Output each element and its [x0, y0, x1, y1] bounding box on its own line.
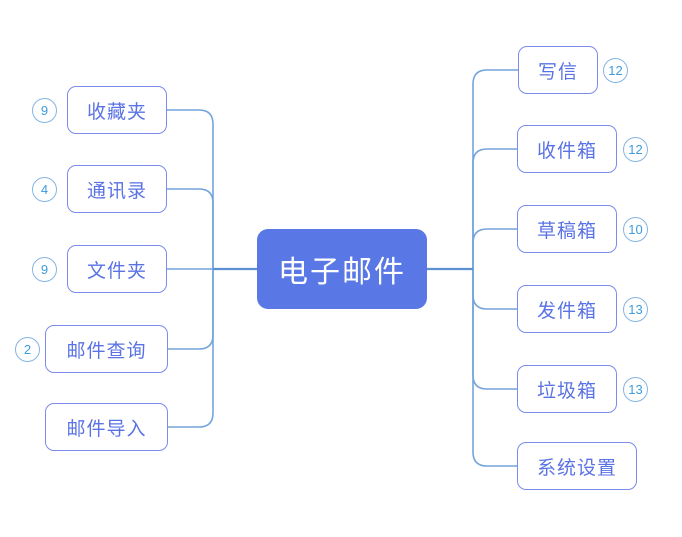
topic-contacts[interactable]: 通讯录 [67, 165, 167, 213]
connector-mail-import [168, 269, 214, 428]
topic-system-settings[interactable]: 系统设置 [517, 442, 637, 490]
badge-drafts-count[interactable]: 10 [623, 217, 648, 242]
badge-folders-count[interactable]: 9 [32, 257, 57, 282]
topic-compose[interactable]: 写信 [518, 46, 598, 94]
badge-favorites-count[interactable]: 9 [32, 98, 57, 123]
topic-favorites[interactable]: 收藏夹 [67, 86, 167, 134]
connector-drafts [472, 228, 517, 269]
topic-inbox[interactable]: 收件箱 [517, 125, 617, 173]
right-branch-connectors [472, 69, 518, 467]
topic-trash[interactable]: 垃圾箱 [517, 365, 617, 413]
badge-outbox-count[interactable]: 13 [623, 297, 648, 322]
badge-contacts-count[interactable]: 4 [32, 177, 57, 202]
connector-trash [472, 269, 517, 390]
topic-mail-search[interactable]: 邮件查询 [45, 325, 168, 373]
badge-compose-count[interactable]: 12 [603, 58, 628, 83]
badge-trash-count[interactable]: 13 [623, 377, 648, 402]
connector-compose [472, 69, 518, 269]
topic-mail-import[interactable]: 邮件导入 [45, 403, 168, 451]
badge-inbox-count[interactable]: 12 [623, 137, 648, 162]
topic-folders[interactable]: 文件夹 [67, 245, 167, 293]
topic-outbox[interactable]: 发件箱 [517, 285, 617, 333]
connector-inbox [472, 148, 517, 269]
topic-drafts[interactable]: 草稿箱 [517, 205, 617, 253]
connector-favorites [167, 109, 214, 269]
connector-system-settings [472, 269, 517, 467]
badge-mail-search-count[interactable]: 2 [15, 337, 40, 362]
connector-mail-search [168, 269, 214, 350]
left-branch-connectors [167, 109, 214, 428]
central-topic-email[interactable]: 电子邮件 [257, 229, 427, 309]
connector-outbox [472, 269, 517, 310]
connector-contacts [167, 188, 214, 269]
